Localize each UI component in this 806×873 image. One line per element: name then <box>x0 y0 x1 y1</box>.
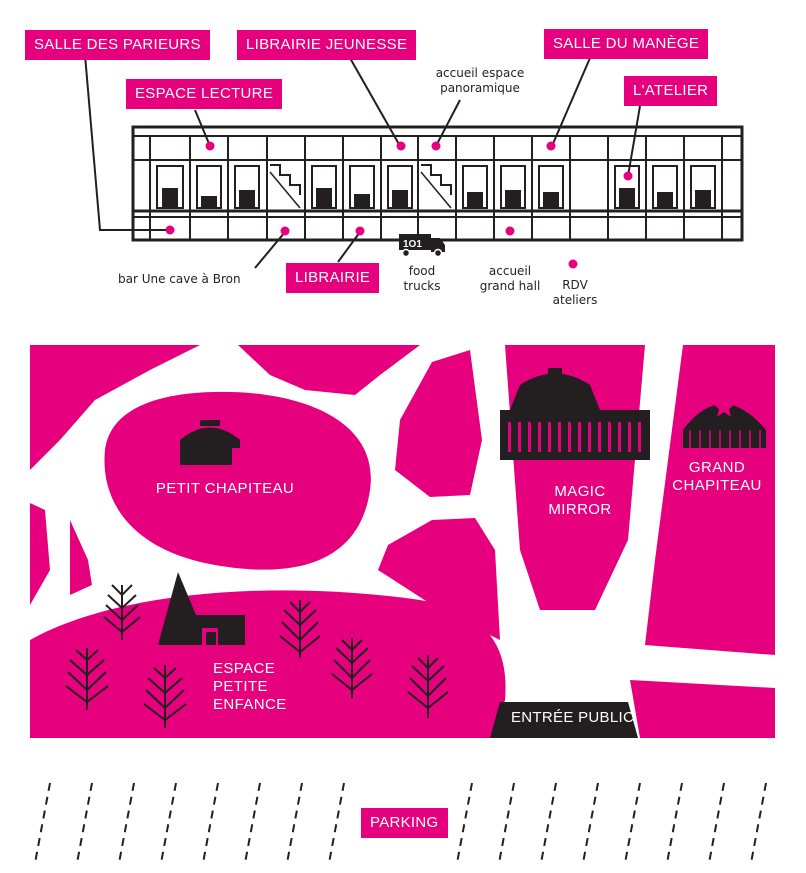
dot-librairie-jeunesse <box>396 141 406 151</box>
dot-atelier <box>623 171 633 181</box>
zone-left-strip <box>30 503 50 605</box>
label-petit-chapiteau: PETIT CHAPITEAU <box>155 480 295 497</box>
dot-salle-des-parieurs <box>165 225 175 235</box>
dot-rdv-ateliers <box>568 259 578 269</box>
label-atelier: L'ATELIER <box>624 76 718 106</box>
building-plan <box>131 125 744 242</box>
zone-grand-chapiteau <box>645 345 775 655</box>
dot-salle-du-manege <box>546 141 556 151</box>
label-accueil-espace-panoramique: accueil espace panoramique <box>435 66 525 95</box>
svg-text:1O1: 1O1 <box>403 239 422 250</box>
label-librairie-jeunesse: LIBRAIRIE JEUNESSE <box>237 30 417 60</box>
dot-accueil-grand-hall <box>505 226 515 236</box>
tree-icon <box>331 638 373 698</box>
tree-icon <box>103 584 141 640</box>
zone-mid-right <box>395 350 482 497</box>
label-bar: bar Une cave à Bron <box>118 272 241 286</box>
label-librairie: LIBRAIRIE <box>286 263 380 293</box>
zone-top-left <box>30 345 200 470</box>
dot-librairie <box>355 226 365 236</box>
label-salle-des-parieurs: SALLE DES PARIEURS <box>25 30 210 60</box>
label-espace-petite-enfance: ESPACE PETITE ENFANCE <box>213 660 287 713</box>
house-icon <box>158 572 245 645</box>
label-magic-mirror: MAGIC MIRROR <box>548 483 612 518</box>
tree-icon <box>279 600 321 658</box>
zone-small-left <box>70 520 92 595</box>
grand-chapiteau-tent-icon <box>683 396 766 448</box>
zone-entree-right <box>630 680 775 738</box>
label-food-trucks: food trucks <box>403 264 441 293</box>
zone-top-middle <box>238 345 420 395</box>
tree-icon <box>143 665 187 728</box>
label-espace-lecture: ESPACE LECTURE <box>126 79 283 109</box>
building-window-fills <box>162 188 711 208</box>
dot-espace-lecture <box>205 141 215 151</box>
entree-public-banner <box>490 702 638 738</box>
label-grand-chapiteau: GRAND CHAPITEAU <box>672 459 762 494</box>
zone-bottom-middle <box>378 518 500 640</box>
label-parking: PARKING <box>361 808 448 838</box>
dot-bar <box>280 226 290 236</box>
site-zones <box>30 345 775 738</box>
magic-mirror-tent-icon <box>500 368 650 460</box>
label-entree-public: ENTRÉE PUBLIC <box>511 709 635 726</box>
label-accueil-grand-hall: accueil grand hall <box>479 264 541 293</box>
yurt-icon <box>180 420 240 465</box>
tree-icon <box>65 648 109 710</box>
zone-petit-chapiteau <box>104 391 371 570</box>
food-truck-icon: 1O1 <box>399 234 445 258</box>
label-salle-du-manege: SALLE DU MANÈGE <box>544 29 709 59</box>
location-dots <box>165 141 633 269</box>
tree-icon <box>407 655 449 718</box>
dot-accueil-espace-panoramique <box>431 141 441 151</box>
zone-espace-petite-enfance <box>30 590 506 738</box>
tree-icons <box>65 584 449 728</box>
label-rdv-ateliers: RDV ateliers <box>552 278 598 307</box>
leader-lines <box>84 54 641 269</box>
